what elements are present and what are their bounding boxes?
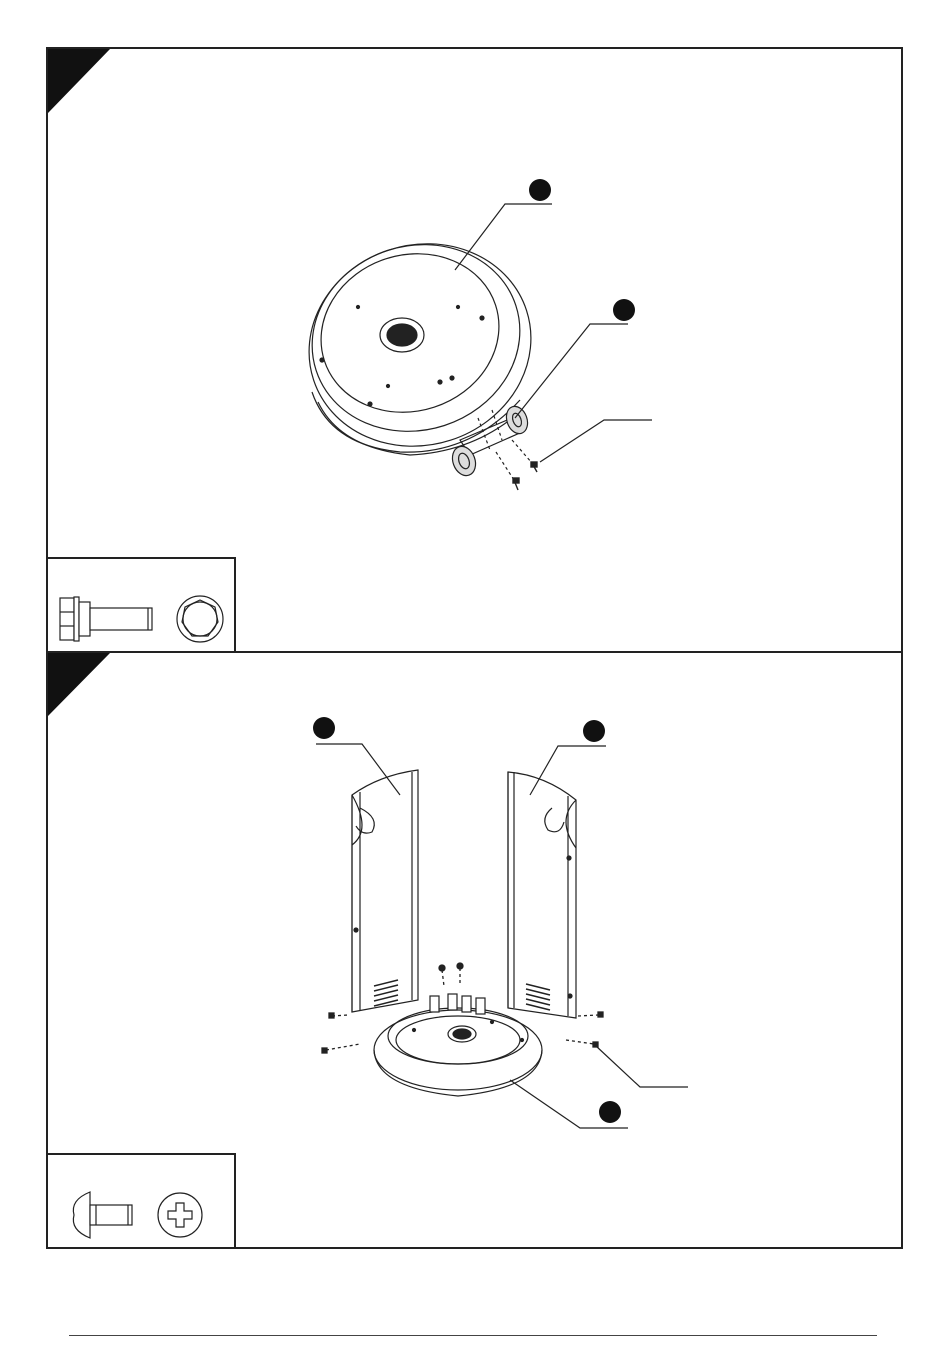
wheel-leader: [515, 324, 628, 418]
bolt-leader: [540, 420, 652, 462]
step-2-hardware-box: [46, 1153, 236, 1249]
right-shield: [508, 772, 576, 1018]
right-shield-callout: [583, 720, 605, 742]
step-1-hardware-box: [46, 557, 236, 653]
step-1-bolts: [513, 462, 537, 490]
step-1-corner-marker: [48, 49, 110, 113]
wheel-assembly-callout: [613, 299, 635, 321]
footer-rule: [69, 1335, 877, 1336]
step-2-base-callout: [599, 1101, 621, 1123]
step-2-corner-marker: [48, 653, 110, 716]
wheel-assembly: [449, 403, 532, 480]
screw-leader: [596, 1046, 688, 1087]
wheel-back: [503, 403, 531, 436]
step-1-drawing: [283, 204, 652, 490]
left-shield-callout: [313, 717, 335, 739]
step-1-callout-dots: [529, 179, 635, 321]
left-shield: [352, 770, 418, 1012]
base-leader: [455, 204, 552, 270]
step-2-drawing: [316, 744, 688, 1128]
base-callout: [529, 179, 551, 201]
